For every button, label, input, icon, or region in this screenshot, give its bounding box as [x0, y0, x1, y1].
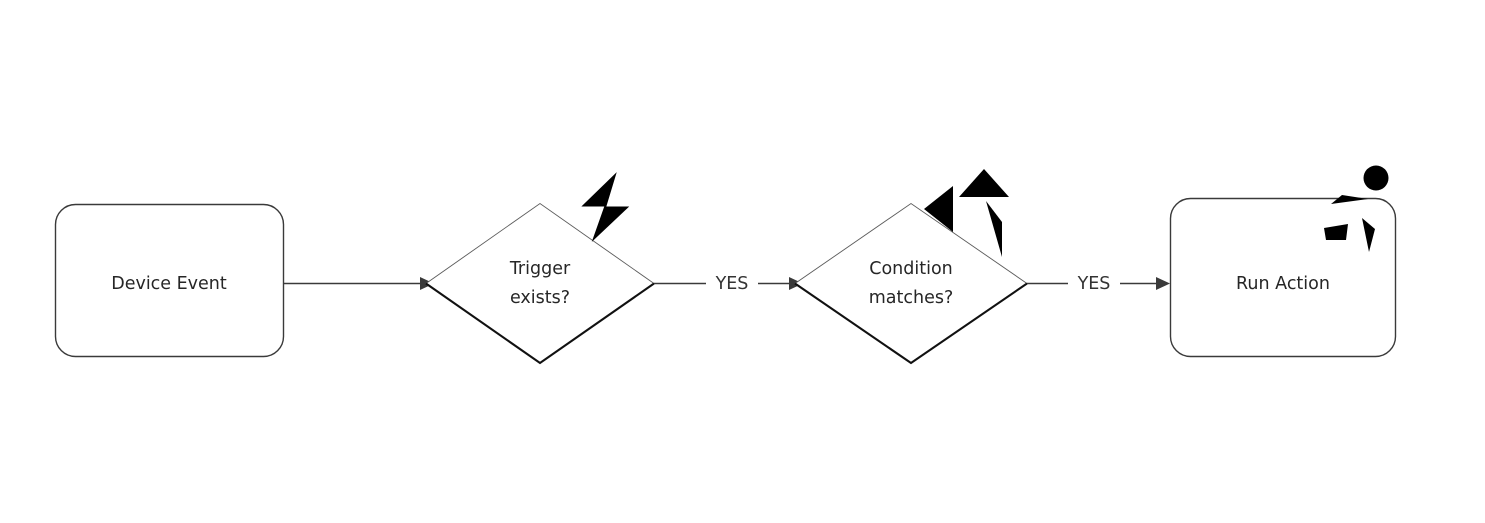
condition-diamond-lower-edges — [794, 282, 1028, 365]
trigger-exists-label-line2: exists? — [510, 288, 570, 308]
branch-arrow-icon — [924, 169, 1009, 257]
trigger-exists-label-line1: Trigger — [509, 259, 571, 279]
connector-device-event-to-trigger — [284, 277, 434, 290]
condition-diamond-upper-edges — [794, 202, 1028, 284]
condition-matches-label-line1: Condition — [869, 259, 953, 279]
node-trigger-exists[interactable]: Trigger exists? — [425, 202, 655, 365]
trigger-diamond-upper-edges — [425, 202, 655, 284]
edge-label-yes-2: YES — [1077, 274, 1111, 294]
device-event-box[interactable] — [54, 203, 285, 358]
lightning-bolt-icon — [581, 172, 630, 242]
edge-label-yes-1: YES — [715, 274, 749, 294]
device-event-label: Device Event — [111, 274, 227, 294]
node-run-action[interactable]: Run Action — [1169, 197, 1397, 358]
condition-matches-label-line2: matches? — [869, 288, 954, 308]
connector-condition-to-run-action — [1027, 277, 1170, 290]
run-action-label: Run Action — [1236, 274, 1330, 294]
trigger-diamond-lower-edges — [425, 282, 655, 365]
node-device-event[interactable]: Device Event — [54, 203, 285, 358]
running-person-icon — [1324, 165, 1394, 252]
node-condition-matches[interactable]: Condition matches? — [794, 202, 1028, 365]
